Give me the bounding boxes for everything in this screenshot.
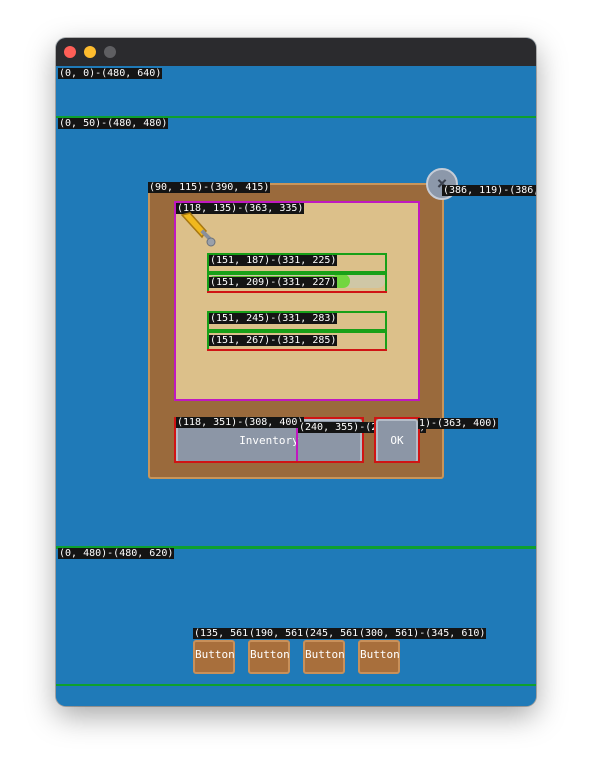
coord-label-top-region: (0, 50)-(480, 480)	[58, 118, 169, 129]
coord-label-divider: (240, 355)-(240, 395)	[298, 422, 427, 433]
bottom-button-4-label: Button	[360, 648, 400, 661]
paper-content-area	[174, 203, 418, 401]
coord-label-ok: 1)-(363, 400)	[418, 418, 499, 429]
minimize-window-button[interactable]	[84, 46, 96, 58]
coord-label-button-1: (135, 561	[193, 628, 250, 639]
row1-label-guide	[207, 253, 387, 273]
coord-label-button-3: (245, 561	[303, 628, 360, 639]
coord-label-row1-bar: (151, 209)-(331, 227)	[209, 277, 338, 288]
region-guide-line	[56, 116, 536, 118]
inventory-button-label: Inventory	[239, 434, 299, 447]
coord-label-paper: (118, 135)-(363, 335)	[176, 203, 305, 214]
row2-bar-baseline	[207, 349, 387, 351]
ok-bounds-guide	[374, 417, 420, 463]
bottom-button-1-label: Button	[195, 648, 235, 661]
coord-label-row2-bar: (151, 267)-(331, 285)	[209, 335, 338, 346]
bottom-button-1[interactable]: Button	[193, 640, 235, 674]
coord-label-root: (0, 0)-(480, 640)	[58, 68, 163, 79]
bottom-button-2-label: Button	[250, 648, 290, 661]
sword-icon	[180, 212, 216, 247]
row1-bar-baseline	[207, 291, 387, 293]
coord-label-row2-label: (151, 245)-(331, 283)	[209, 313, 338, 324]
game-canvas: (0, 0)-(480, 640) (0, 50)-(480, 480) (90…	[56, 66, 536, 706]
bottom-button-2[interactable]: Button	[248, 640, 290, 674]
close-window-button[interactable]	[64, 46, 76, 58]
title-bar	[56, 38, 536, 66]
coord-label-panel: (90, 115)-(390, 415)	[148, 182, 271, 193]
maximize-window-button[interactable]	[104, 46, 116, 58]
row2-label-guide	[207, 311, 387, 331]
coord-label-button-2: (190, 561	[248, 628, 305, 639]
coord-label-row1-label: (151, 187)-(331, 225)	[209, 255, 338, 266]
coord-label-inventory: (118, 351)-(308, 400)	[176, 417, 305, 428]
region-guide-line	[56, 684, 536, 686]
paper-bounds-guide	[174, 201, 420, 401]
ok-button[interactable]: OK	[376, 419, 418, 463]
coord-label-bottom-region: (0, 480)-(480, 620)	[58, 548, 175, 559]
ok-button-label: OK	[390, 434, 404, 447]
coord-label-close: (386, 119)-(386,	[442, 185, 536, 196]
coord-label-button-4: (300, 561)-(345, 610)	[358, 628, 487, 639]
close-icon: ×	[436, 173, 448, 194]
bottom-button-3-label: Button	[305, 648, 345, 661]
bottom-button-3[interactable]: Button	[303, 640, 345, 674]
app-window: (0, 0)-(480, 640) (0, 50)-(480, 480) (90…	[56, 38, 536, 706]
bottom-button-4[interactable]: Button	[358, 640, 400, 674]
region-guide-line	[56, 546, 536, 549]
